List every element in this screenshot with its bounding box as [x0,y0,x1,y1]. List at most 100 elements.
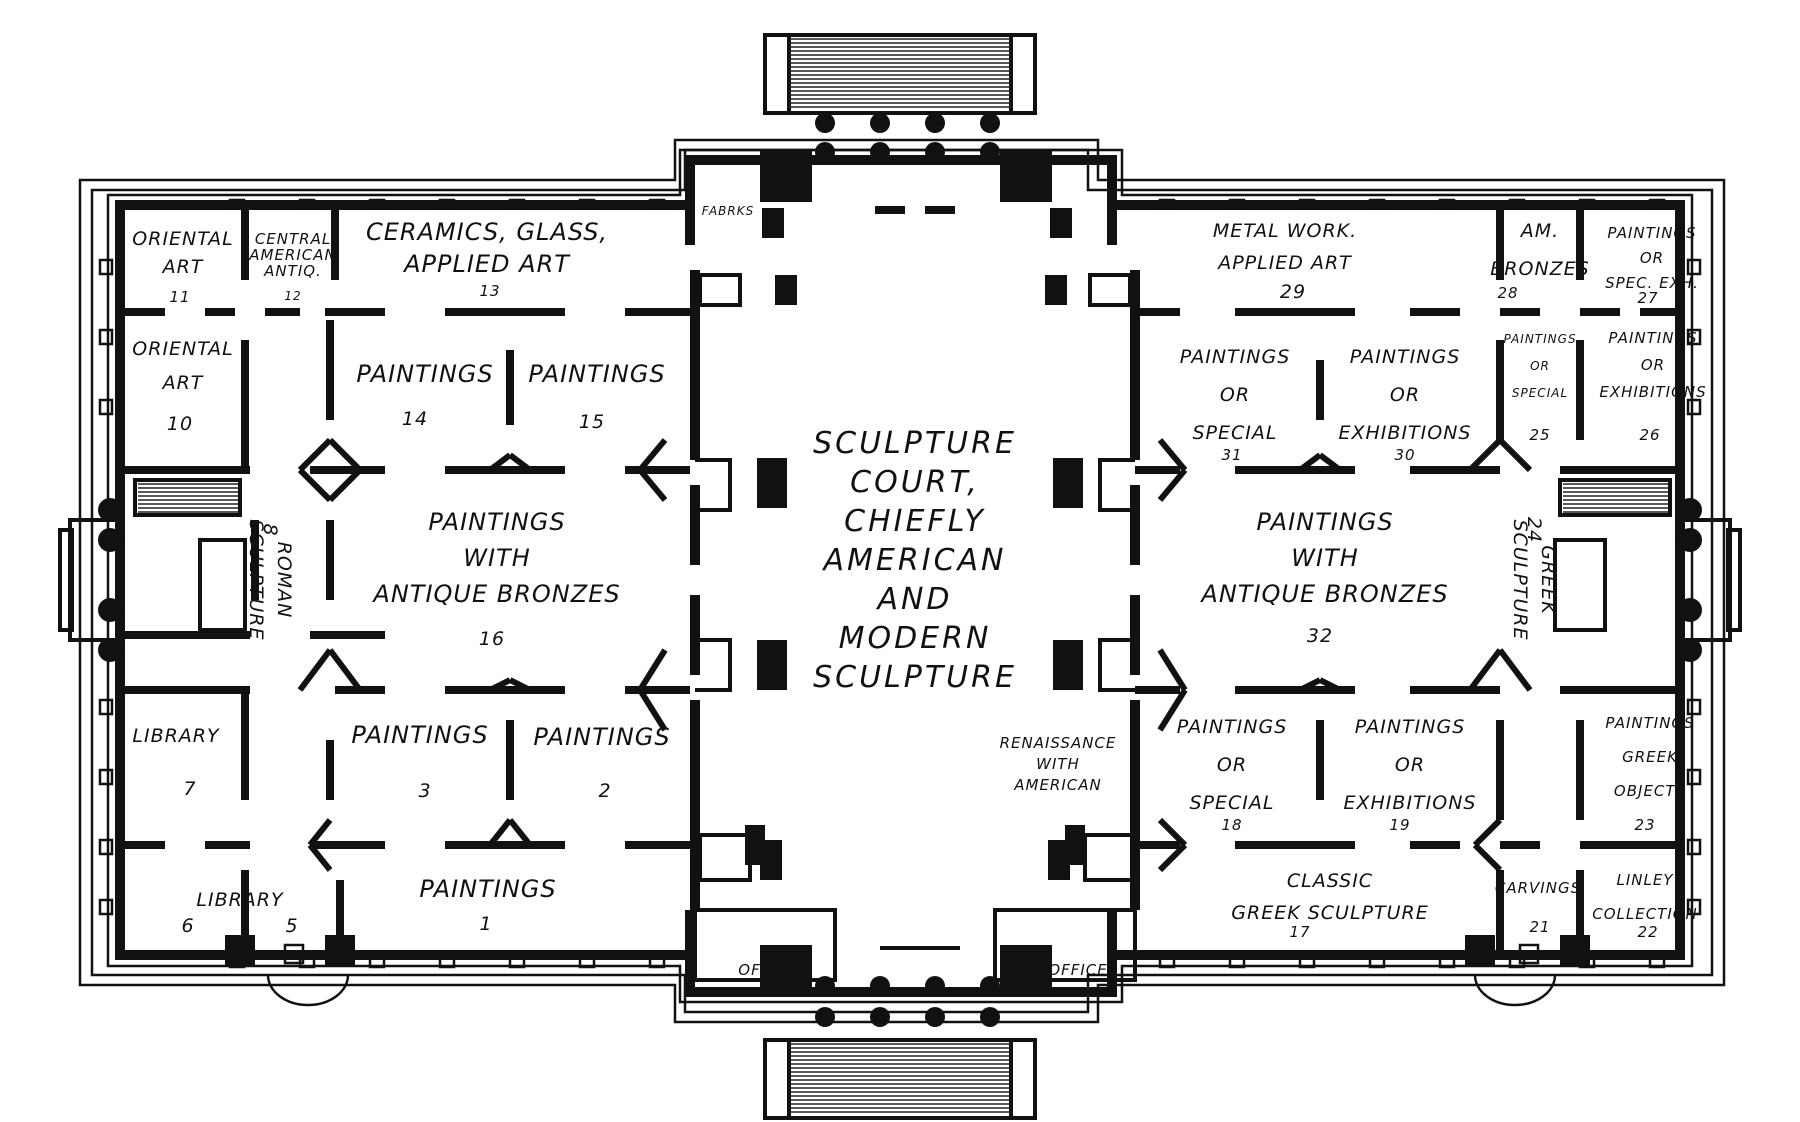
wall-buttress [1228,198,1246,210]
room-18-number: 18 [1221,816,1242,834]
room-24-name: GREEKSCULPTURE [1509,520,1559,641]
portico-column [815,113,835,133]
wall-buttress [368,953,386,969]
room-29-number: 29 [1280,281,1306,303]
wall-buttress [98,768,114,786]
wall-buttress [1686,328,1702,346]
wall-buttress [228,198,246,210]
wall-buttress [298,198,316,210]
wall-buttress [508,953,526,969]
wall-buttress [438,953,456,969]
wall-buttress [1508,953,1526,969]
wall-buttress [98,898,114,916]
wall-buttress [1298,198,1316,210]
room-31-number: 31 [1221,446,1242,464]
wall-buttress [1686,898,1702,916]
office-left-label: OFFICE [738,961,797,979]
wall-buttress [648,953,666,969]
fabrks-label: FABRKS [702,204,754,218]
portico-column [815,1007,835,1027]
room-6-5-label: LIBRARY 6 5 [181,889,298,937]
wall-buttress [1438,953,1456,969]
room-24-number: 24 [1523,517,1545,543]
wall-buttress [368,198,386,210]
room-5-number: 5 [285,915,298,937]
wall-buttress [1368,198,1386,210]
wall-buttress [1158,198,1176,210]
room-13-number: 13 [479,282,500,300]
room-11-number: 11 [169,288,190,306]
room-21-number: 21 [1529,918,1550,936]
wall-buttress [1686,698,1702,716]
wall-buttress [1508,198,1526,210]
room-26-number: 26 [1639,426,1660,444]
vestibule-blocks [693,150,1137,990]
wall-buttress [1298,953,1316,969]
room-13-label: CERAMICS, GLASS,APPLIED ART 13 [366,218,607,300]
portico-column [980,1007,1000,1027]
right-stair-entry [1553,478,1742,662]
wall-buttress [1686,768,1702,786]
wall-buttress [578,198,596,210]
room-17-number: 17 [1289,923,1310,941]
room-3-label: PAINTINGS 3 [351,721,488,802]
portico-column [870,113,890,133]
wall-buttress [298,953,316,969]
room-15-label: PAINTINGS 15 [528,360,664,433]
room-28-name: AM.BRONZES [1490,220,1590,280]
wall-buttresses [98,198,1702,969]
room-3-name: PAINTINGS [351,721,488,749]
room-21-label: CARVINGS 21 [1495,879,1580,936]
room-8-number: 8 [259,523,281,536]
room-29-name: METAL WORK.APPLIED ART [1213,220,1357,274]
wall-buttress [1686,258,1702,276]
wall-buttress [1578,198,1596,210]
wall-buttress [1438,198,1456,210]
room-6-number: 6 [181,915,194,937]
room-15-number: 15 [579,411,605,433]
room-28-number: 28 [1497,284,1518,302]
wall-buttress [1648,198,1666,210]
room-1-label: PAINTINGS 1 [419,875,555,935]
room-14-name: PAINTINGS [356,360,493,388]
room-14-number: 14 [402,408,428,430]
north-steps [763,33,1037,115]
room-25-number: 25 [1529,426,1550,444]
left-wing-partitions [120,205,690,955]
wall-buttress [1648,953,1666,969]
room-2-label: PAINTINGS 2 [533,723,669,802]
room-2-number: 2 [598,780,611,802]
room-29-label: METAL WORK.APPLIED ART 29 [1213,220,1357,303]
wall-buttress [98,838,114,856]
portico-column [870,1007,890,1027]
room-14-label: PAINTINGS 14 [356,360,493,430]
corner-bays [225,935,1590,1007]
wall-buttress [1686,838,1702,856]
room-8-label: ROMANSCULPTURE 8 [245,520,295,641]
room-8-name: ROMANSCULPTURE [245,520,295,641]
